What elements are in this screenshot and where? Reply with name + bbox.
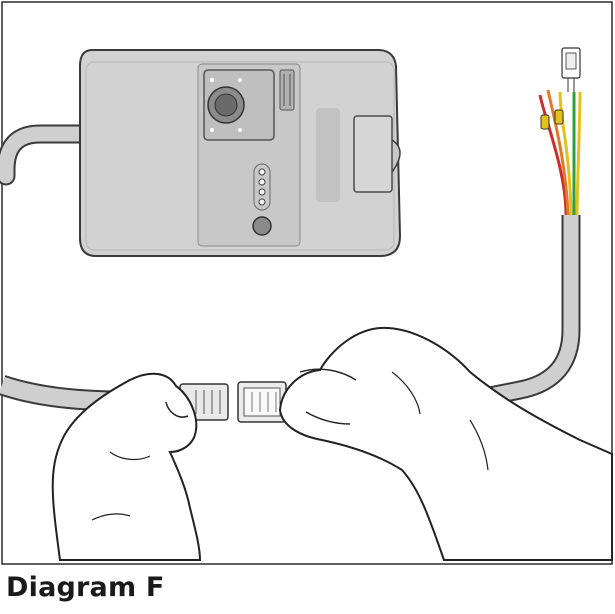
led-4 (258, 198, 266, 206)
led-3 (258, 188, 266, 196)
led-1 (258, 168, 266, 176)
led-2 (258, 178, 266, 186)
indicator-leds (253, 163, 271, 211)
diagram-caption: Diagram F (6, 572, 165, 603)
reset-button[interactable] (252, 216, 272, 236)
wire-bundle (538, 47, 582, 216)
opener-housing (79, 49, 402, 257)
receptacle-connector[interactable] (237, 381, 301, 423)
right-hand (278, 326, 613, 561)
diagram-frame (0, 1, 613, 565)
left-hand (51, 372, 202, 561)
